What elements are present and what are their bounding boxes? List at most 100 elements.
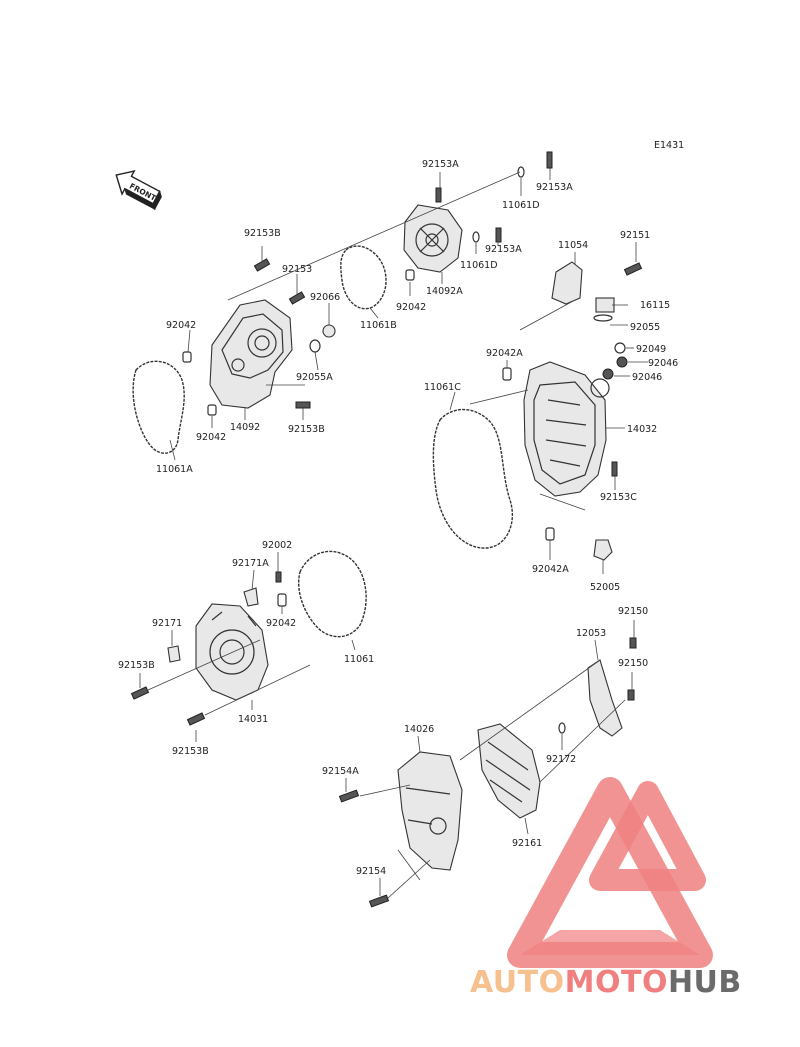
bracket-11054 bbox=[551, 261, 583, 305]
part-label: 92150 bbox=[618, 606, 648, 617]
part-label: 92055 bbox=[630, 322, 660, 333]
part-label: 92153A bbox=[536, 182, 573, 193]
part-label: 14032 bbox=[627, 424, 657, 435]
part-label: 14026 bbox=[404, 724, 434, 735]
part-label: 92002 bbox=[262, 540, 292, 551]
oring-92055a bbox=[309, 339, 321, 353]
dowel-92042a-low bbox=[545, 527, 555, 541]
bolt-92151 bbox=[623, 262, 643, 276]
part-label: 92066 bbox=[310, 292, 340, 303]
washer-11061d-1 bbox=[517, 166, 525, 178]
part-label: 92171A bbox=[232, 558, 269, 569]
front-arrow-icon: FRONT bbox=[115, 170, 162, 211]
cover-14032 bbox=[523, 361, 610, 497]
bolt-92153b-top bbox=[253, 258, 271, 272]
part-label: 11061D bbox=[460, 260, 498, 271]
collar-92172 bbox=[558, 722, 566, 734]
part-label: 92151 bbox=[620, 230, 650, 241]
cover-14026 bbox=[397, 751, 463, 871]
guide-12053 bbox=[587, 659, 623, 737]
cover-14092a bbox=[403, 204, 463, 273]
part-label: 92150 bbox=[618, 658, 648, 669]
part-label: 92046 bbox=[632, 372, 662, 383]
part-label: 92042A bbox=[486, 348, 523, 359]
grommet-92002 bbox=[275, 571, 282, 583]
automotohub-logo: AUTOMOTOHUB bbox=[470, 777, 742, 1000]
oring-92055 bbox=[593, 314, 613, 322]
washer-92049 bbox=[614, 342, 626, 354]
part-label: 92046 bbox=[648, 358, 678, 369]
bolt-92153a-2 bbox=[546, 151, 553, 169]
part-label: 92153C bbox=[600, 492, 637, 503]
diagram-code: E1431 bbox=[654, 140, 684, 151]
part-labels: 92153A 92153A 11061D 92153A 11061D 92042… bbox=[118, 159, 678, 877]
sight-glass-52005 bbox=[593, 539, 613, 561]
part-label: 92042 bbox=[196, 432, 226, 443]
bolt-92154 bbox=[368, 894, 390, 908]
part-label: 52005 bbox=[590, 582, 620, 593]
bolt-92154a bbox=[338, 789, 360, 803]
part-label: 11061A bbox=[156, 464, 193, 475]
gasket-11061c bbox=[432, 408, 514, 549]
plug-92066 bbox=[322, 324, 336, 338]
part-label: 92153 bbox=[282, 264, 312, 275]
part-label: 11061 bbox=[344, 654, 374, 665]
gasket-11061a bbox=[132, 360, 185, 454]
guard-92161 bbox=[477, 723, 541, 819]
part-label: 92055A bbox=[296, 372, 333, 383]
part-label: 92171 bbox=[152, 618, 182, 629]
cap-16115 bbox=[595, 297, 615, 313]
part-label: 11061C bbox=[424, 382, 461, 393]
cover-14031 bbox=[195, 603, 269, 701]
part-label: 14092A bbox=[426, 286, 463, 297]
dowel-92042a-top bbox=[502, 367, 512, 381]
part-label: 92154A bbox=[322, 766, 359, 777]
dowel-92042-a bbox=[182, 351, 192, 363]
leader-lines-upper bbox=[169, 168, 551, 461]
dowel-92042-b bbox=[207, 404, 217, 416]
bolt-92153a-1 bbox=[435, 187, 442, 203]
dowel-92042-c bbox=[405, 269, 415, 281]
part-label: 11061D bbox=[502, 200, 540, 211]
part-label: 92153B bbox=[118, 660, 155, 671]
part-label: 14031 bbox=[238, 714, 268, 725]
part-label: 92042 bbox=[396, 302, 426, 313]
bolt-92153b-low bbox=[295, 401, 311, 409]
leader-lines-right bbox=[449, 242, 648, 574]
part-label: 11061B bbox=[360, 320, 397, 331]
watermark-text: AUTOMOTOHUB bbox=[470, 965, 742, 1000]
leader-lines-lower-left bbox=[139, 552, 356, 742]
bolt-92153-top bbox=[288, 291, 306, 305]
part-label: 12053 bbox=[576, 628, 606, 639]
bolt-92150-a bbox=[629, 637, 637, 649]
part-label: 16115 bbox=[640, 300, 670, 311]
washer-11061d-2 bbox=[472, 231, 480, 243]
part-label: 92042 bbox=[266, 618, 296, 629]
bolt-92153b-gen1 bbox=[130, 686, 150, 700]
bolt-92153c bbox=[611, 461, 618, 477]
leader-lines-lower-right bbox=[345, 620, 635, 899]
part-label: 92154 bbox=[356, 866, 386, 877]
clamp-92171 bbox=[167, 645, 181, 663]
part-label: 92153B bbox=[288, 424, 325, 435]
part-label: 92049 bbox=[636, 344, 666, 355]
bolt-92153b-gen2 bbox=[186, 712, 206, 726]
watermark-hub: HUB bbox=[668, 965, 742, 1000]
clamp-92171a bbox=[243, 587, 259, 607]
bearing-92046-b bbox=[602, 368, 614, 380]
part-label: 92042A bbox=[532, 564, 569, 575]
bolt-92150-b bbox=[627, 689, 635, 701]
dowel-92042-gen bbox=[277, 593, 287, 607]
gasket-11061 bbox=[298, 550, 367, 638]
part-label: 92172 bbox=[546, 754, 576, 765]
part-label: 14092 bbox=[230, 422, 260, 433]
cover-14092 bbox=[209, 299, 293, 409]
bolt-92153a-3 bbox=[495, 227, 502, 243]
watermark-auto: AUTO bbox=[470, 965, 565, 1000]
part-label: 92153B bbox=[172, 746, 209, 757]
part-label: 92153A bbox=[485, 244, 522, 255]
bearing-92046-a bbox=[616, 356, 628, 368]
part-label: 92161 bbox=[512, 838, 542, 849]
watermark-moto: MOTO bbox=[565, 965, 668, 1000]
